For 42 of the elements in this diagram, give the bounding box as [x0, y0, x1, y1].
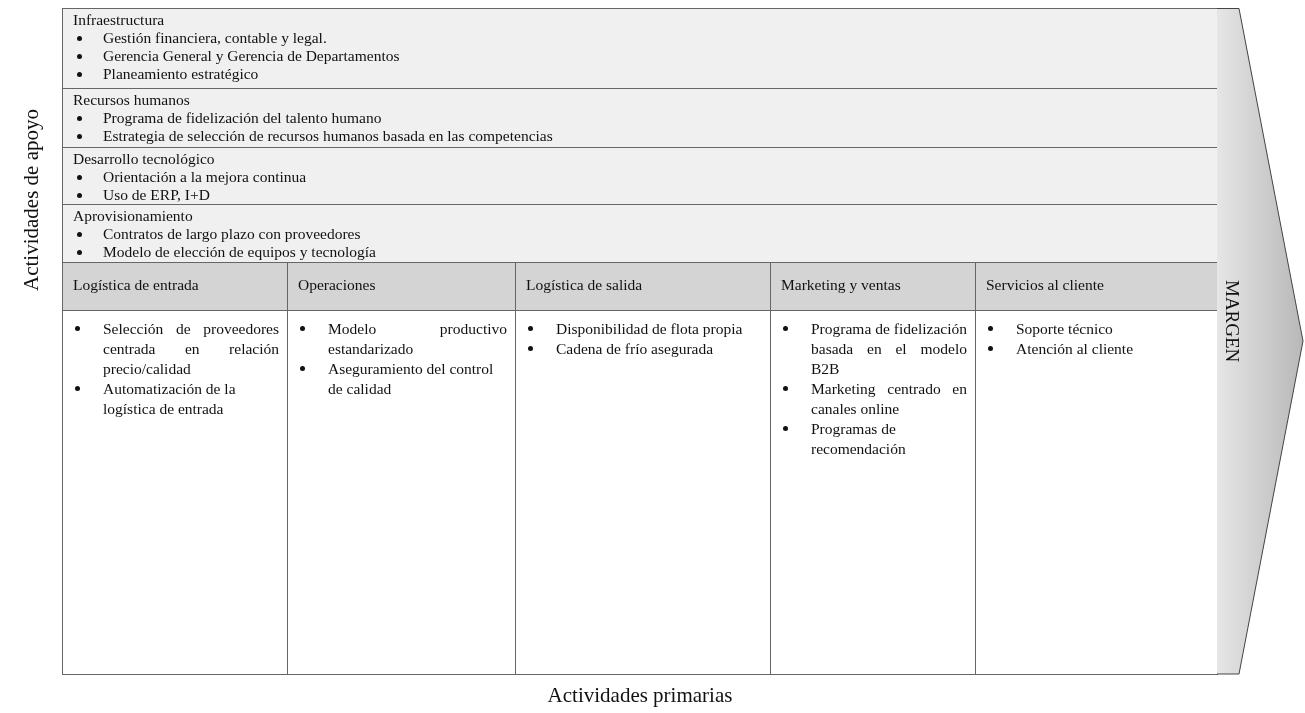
column-header: Logística de entrada	[63, 263, 287, 311]
bullet-text: Programa de fidelización basada en el modelo B2B	[811, 320, 967, 377]
margin-arrow	[1217, 8, 1304, 675]
axis-label: Actividades de apoyo	[18, 109, 44, 291]
bullet-text: Selección de proveedores centrada en relación precio/calidad	[103, 320, 279, 377]
primary-activity-column	[975, 262, 1218, 675]
bullet-text: Estrategia de selección de recursos humanos basada en las competencias	[103, 127, 553, 144]
margin-label: MARGEN	[1221, 280, 1243, 363]
column-header: Marketing y ventas	[771, 263, 975, 311]
bullet-text: Gerencia General y Gerencia de Departamentos	[103, 47, 400, 64]
primary-activity-column	[770, 262, 976, 675]
bullet-text: Uso de ERP, I+D	[103, 186, 210, 203]
support-activity-band	[62, 204, 1218, 263]
bullet-text: Planeamiento estratégico	[103, 65, 259, 82]
bullet-text: Automatización de la logística de entrada	[103, 380, 236, 417]
bullet-text: Orientación a la mejora continua	[103, 168, 307, 185]
bullet-text: Cadena de frío asegurada	[556, 340, 714, 357]
band-heading: Recursos humanos	[73, 91, 191, 109]
bullet-text: Modelo productivo estandarizado	[328, 320, 507, 357]
bullet-text: Contratos de largo plazo con proveedores	[103, 225, 361, 242]
support-activity-band	[62, 147, 1218, 205]
axis-label: Actividades primarias	[547, 683, 733, 708]
bullet-text: Gestión financiera, contable y legal.	[103, 29, 327, 46]
bullet-text: Modelo de elección de equipos y tecnología	[103, 243, 376, 260]
bullet-text: Programa de fidelización del talento humano	[103, 109, 382, 126]
band-heading: Infraestructura	[73, 11, 166, 29]
bullet-text: Disponibilidad de flota propia	[556, 320, 743, 337]
support-activity-band	[62, 88, 1218, 148]
primary-activity-column	[287, 262, 516, 675]
support-activity-band	[62, 8, 1218, 89]
bullet-text: Atención al cliente	[1016, 340, 1134, 357]
primary-activity-column	[515, 262, 771, 675]
bullet-text: Marketing centrado en canales online	[811, 380, 967, 417]
column-header: Logística de salida	[516, 263, 770, 311]
band-heading: Desarrollo tecnológico	[73, 150, 216, 168]
column-header: Operaciones	[288, 263, 515, 311]
bullet-text: Aseguramiento del control de calidad	[328, 360, 494, 397]
bullet-text: Programas de recomendación	[811, 420, 906, 457]
band-heading: Aprovisionamiento	[73, 207, 194, 225]
primary-activity-column	[62, 262, 288, 675]
bullet-text: Soporte técnico	[1016, 320, 1113, 337]
column-header: Servicios al cliente	[976, 263, 1217, 311]
